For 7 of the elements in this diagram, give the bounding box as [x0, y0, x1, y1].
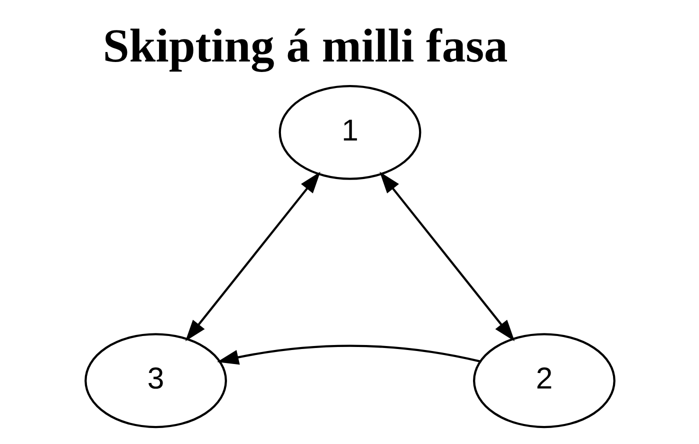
node-ellipse: 2 [472, 333, 615, 428]
arrow [379, 172, 514, 342]
arrow [184, 172, 320, 342]
node-ellipse: 3 [84, 333, 226, 428]
arrow [216, 344, 480, 365]
diagram-title: Skipting á milli fasa [102, 20, 508, 72]
node-ellipse: 1 [278, 84, 421, 180]
